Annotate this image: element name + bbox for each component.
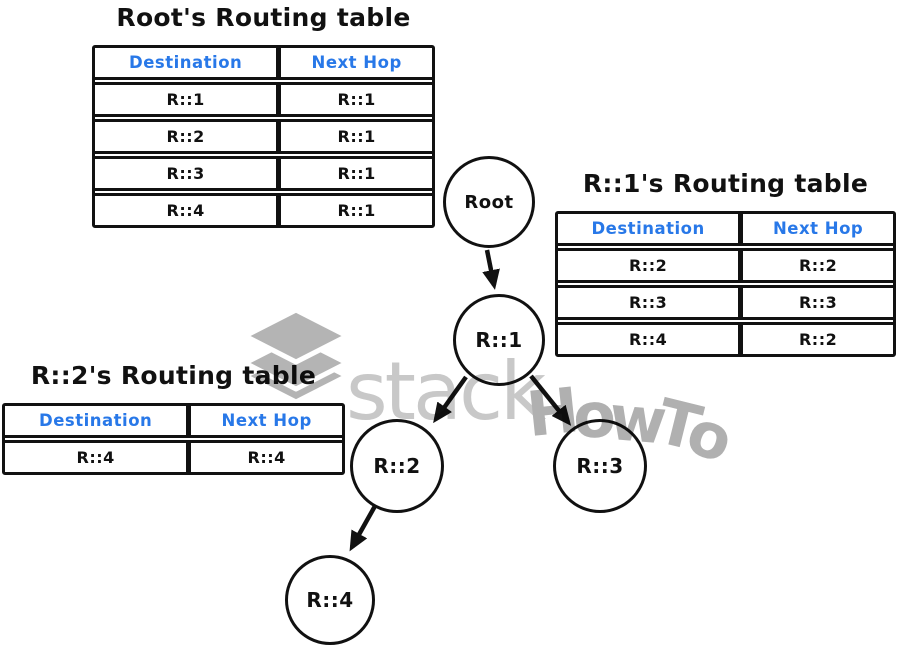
table-header-cell: Destination [591, 219, 705, 238]
table-title: R::1's Routing table [582, 169, 869, 198]
table-title: R::2's Routing table [30, 361, 317, 390]
edge-root-r1 [482, 249, 500, 290]
node-circle-r1: R::1 [453, 294, 545, 386]
table-header-cell: Destination [129, 53, 243, 72]
table-header-row: Destination Next Hop [95, 48, 432, 80]
routing-table-section-r1: R::1's Routing table Destination Next Hop… [555, 168, 896, 357]
table-title: Root's Routing table [116, 3, 411, 32]
table-cell: R::1 [276, 196, 432, 225]
table-row: R::2 R::1 [95, 119, 432, 154]
node-label: R::3 [576, 454, 624, 478]
table-header-row: Destination Next Hop [5, 406, 342, 438]
table-header-row: Destination Next Hop [558, 214, 893, 246]
table-cell: R::1 [276, 85, 432, 114]
table-cell: R::1 [276, 122, 432, 151]
table-cell: R::1 [166, 90, 205, 109]
table-cell: R::3 [738, 288, 893, 317]
node-circle-r2: R::2 [350, 419, 444, 513]
node-circle-r4: R::4 [285, 555, 375, 645]
table-cell: R::3 [628, 293, 668, 312]
table-cell: R::2 [738, 251, 893, 280]
edge-r1-r3 [529, 374, 572, 426]
table-cell: R::2 [738, 325, 893, 354]
edge-r2-r4 [349, 504, 377, 552]
node-label: R::4 [306, 588, 354, 612]
table-cell: R::2 [628, 256, 668, 275]
table-cell: R::2 [166, 127, 205, 146]
table-header-cell: Destination [39, 411, 153, 430]
table-cell: R::4 [628, 330, 668, 349]
routing-table-section-r2: R::2's Routing table Destination Next Hop… [2, 360, 345, 475]
table-row: R::4 R::4 [5, 440, 342, 472]
node-label: R::2 [373, 454, 421, 478]
node-label: Root [464, 191, 514, 213]
table-cell: R::4 [186, 443, 342, 472]
table-header-cell: Next Hop [186, 406, 342, 435]
node-circle-r3: R::3 [553, 419, 647, 513]
table-header-cell: Next Hop [738, 214, 893, 243]
table-row: R::4 R::1 [95, 193, 432, 225]
table-cell: R::4 [76, 448, 115, 467]
watermark-letter: T [649, 384, 703, 464]
table-row: R::1 R::1 [95, 82, 432, 117]
table-row: R::4 R::2 [558, 322, 893, 354]
table-row: R::3 R::3 [558, 285, 893, 320]
table-row: R::3 R::1 [95, 156, 432, 191]
table-cell: R::3 [166, 164, 205, 183]
edge-r1-r2 [433, 375, 468, 424]
node-circle-root: Root [443, 156, 535, 248]
table-cell: R::1 [276, 159, 432, 188]
watermark-letter: o [677, 394, 738, 476]
table-cell: R::4 [166, 201, 205, 220]
table-header-cell: Next Hop [276, 48, 432, 77]
node-label: R::1 [475, 328, 523, 352]
table-row: R::2 R::2 [558, 248, 893, 283]
routing-table-section-root: Root's Routing table Destination Next Hop… [92, 2, 435, 228]
